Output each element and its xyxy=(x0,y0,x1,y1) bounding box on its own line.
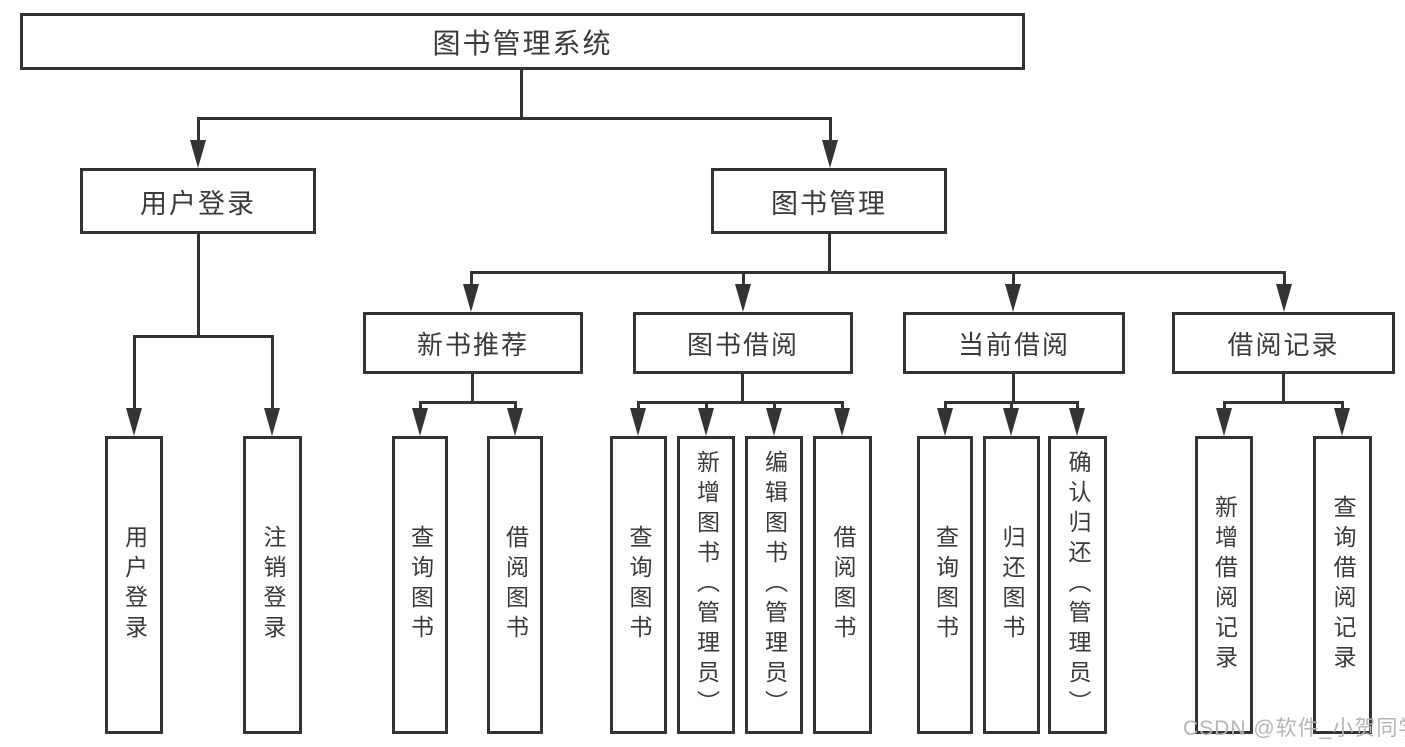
csdn-watermark: CSDN @软件_小贺同学 xyxy=(1183,717,1405,740)
leaf-confirm-return-admin: 确认归还（管理员） xyxy=(1048,436,1107,734)
arrow-down-icon xyxy=(507,408,523,436)
connector-line xyxy=(271,335,274,413)
leaf-edit-books-admin: 编辑图书（管理员） xyxy=(745,436,803,734)
arrow-down-icon xyxy=(834,408,850,436)
node-label: 图书借阅 xyxy=(686,329,799,360)
connector-line xyxy=(637,401,844,404)
node-label: 图书管理系统 xyxy=(432,27,613,59)
connector-line xyxy=(133,335,136,413)
node-borrowing-records: 借阅记录 xyxy=(1172,312,1395,374)
connector-line xyxy=(133,335,274,338)
connector-line xyxy=(1223,401,1343,404)
connector-line xyxy=(1283,271,1286,289)
leaf-return-books: 归还图书 xyxy=(983,436,1040,734)
connector-line xyxy=(520,70,523,119)
node-user-login: 用户登录 xyxy=(80,168,316,234)
node-book-management: 图书管理 xyxy=(711,168,947,234)
arrow-down-icon xyxy=(1003,408,1019,436)
node-label: 借阅记录 xyxy=(1227,329,1340,360)
arrow-down-icon xyxy=(1216,408,1232,436)
arrow-down-icon xyxy=(735,284,751,312)
connector-line xyxy=(1012,271,1015,289)
arrow-down-icon xyxy=(126,408,142,436)
connector-line xyxy=(470,271,473,289)
node-label: 新增图书（管理员） xyxy=(693,450,720,720)
leaf-logout: 注销登录 xyxy=(243,436,302,734)
arrow-down-icon xyxy=(1276,284,1292,312)
connector-line xyxy=(742,271,745,289)
node-current-borrowing: 当前借阅 xyxy=(903,312,1125,374)
connector-line xyxy=(1012,374,1015,404)
arrow-down-icon xyxy=(264,408,280,436)
node-label: 借阅图书 xyxy=(830,525,856,645)
node-label: 编辑图书（管理员） xyxy=(761,450,788,720)
node-label: 查询借阅记录 xyxy=(1330,495,1356,675)
connector-line xyxy=(829,117,832,147)
node-label: 查询图书 xyxy=(932,525,959,645)
leaf-query-books-newbook: 查询图书 xyxy=(392,436,448,734)
node-label: 用户登录 xyxy=(140,188,256,219)
node-new-book-recommendation: 新书推荐 xyxy=(363,312,583,374)
arrow-down-icon xyxy=(937,408,953,436)
arrow-down-icon xyxy=(412,408,428,436)
leaf-query-borrow-record: 查询借阅记录 xyxy=(1313,436,1372,734)
connector-line xyxy=(1282,374,1285,404)
node-label: 归还图书 xyxy=(999,525,1025,645)
node-label: 新书推荐 xyxy=(416,329,529,360)
connector-line xyxy=(197,234,200,338)
arrow-down-icon xyxy=(822,140,838,168)
connector-line xyxy=(471,374,474,404)
arrow-down-icon xyxy=(630,408,646,436)
node-library-management-system: 图书管理系统 xyxy=(20,13,1025,70)
connector-line xyxy=(419,401,517,404)
arrow-down-icon xyxy=(1334,408,1350,436)
arrow-down-icon xyxy=(1005,284,1021,312)
connector-line xyxy=(741,374,744,404)
leaf-add-borrow-record: 新增借阅记录 xyxy=(1195,436,1253,734)
connector-line xyxy=(828,234,831,274)
connector-line xyxy=(197,117,831,120)
leaf-borrow-books-borrowing: 借阅图书 xyxy=(813,436,872,734)
leaf-borrow-books-newbook: 借阅图书 xyxy=(487,436,543,734)
leaf-query-books-current: 查询图书 xyxy=(917,436,973,734)
arrow-down-icon xyxy=(463,284,479,312)
node-label: 新增借阅记录 xyxy=(1211,495,1238,675)
leaf-add-books-admin: 新增图书（管理员） xyxy=(677,436,735,734)
leaf-query-books-borrowing: 查询图书 xyxy=(610,436,667,734)
node-label: 图书管理 xyxy=(771,188,887,219)
arrow-down-icon xyxy=(1069,408,1085,436)
node-label: 用户登录 xyxy=(121,525,148,645)
connector-line xyxy=(470,271,1286,274)
node-label: 当前借阅 xyxy=(957,329,1070,360)
node-label: 查询图书 xyxy=(626,525,652,645)
node-label: 确认归还（管理员） xyxy=(1065,450,1091,720)
arrow-down-icon xyxy=(190,140,206,168)
arrow-down-icon xyxy=(766,408,782,436)
node-label: 查询图书 xyxy=(407,525,434,645)
node-label: 注销登录 xyxy=(260,525,286,645)
connector-line xyxy=(197,117,200,147)
leaf-user-login: 用户登录 xyxy=(105,436,163,734)
arrow-down-icon xyxy=(698,408,714,436)
node-label: 借阅图书 xyxy=(502,525,529,645)
node-book-borrowing: 图书借阅 xyxy=(633,312,853,374)
